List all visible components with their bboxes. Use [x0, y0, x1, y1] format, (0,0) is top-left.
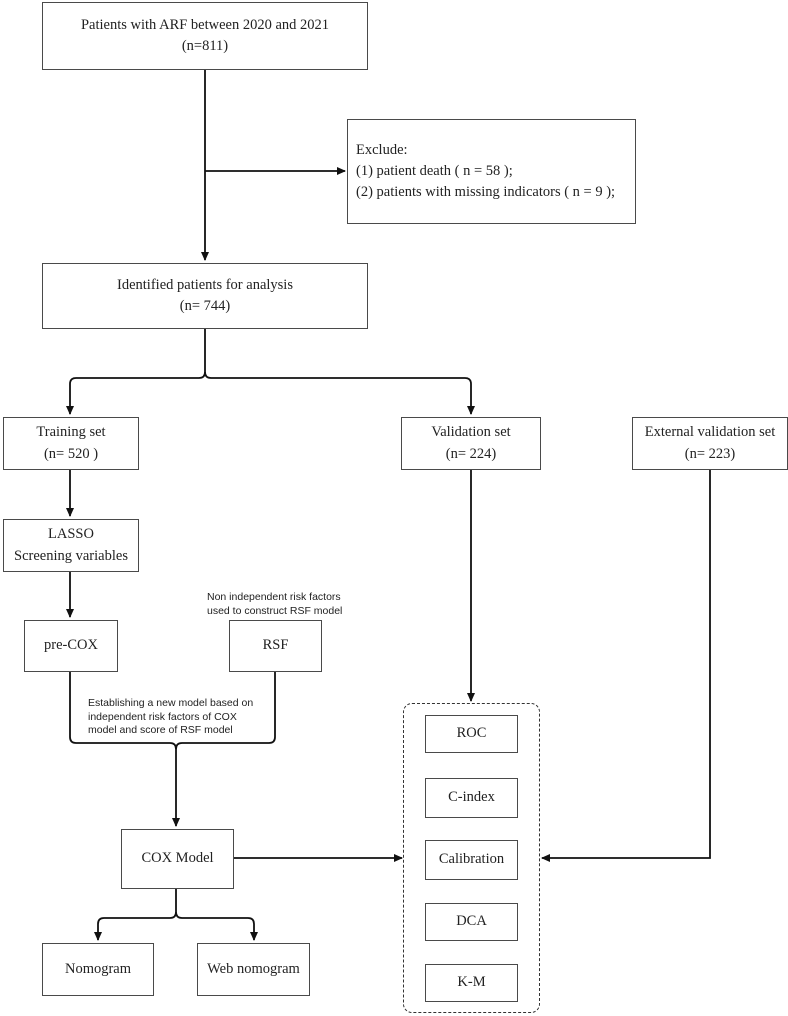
eval-c-index-label: C-index [448, 789, 495, 806]
box-lasso: LASSO Screening variables [3, 519, 139, 572]
box-training: Training set (n= 520 ) [3, 417, 139, 470]
connector-split-to-validation [204, 371, 475, 415]
cox-label: COX Model [141, 850, 214, 867]
external-line2: (n= 223) [684, 445, 736, 462]
box-cox-model: COX Model [121, 829, 234, 889]
exclude-line3: (2) patients with missing indicators ( n… [356, 184, 616, 200]
box-nomogram: Nomogram [42, 943, 154, 996]
connector-identified-split [66, 329, 206, 415]
eval-km: K-M [425, 964, 518, 1002]
eval-calibration: Calibration [425, 840, 518, 880]
eval-calibration-label: Calibration [438, 851, 505, 868]
validation-line2: (n= 224) [445, 445, 497, 462]
note-merge: Establishing a new model based on indepe… [88, 697, 278, 738]
connector-external-to-eval [541, 470, 711, 862]
precox-label: pre-COX [44, 637, 98, 654]
eval-roc: ROC [425, 715, 518, 753]
note-merge-line3: model and score of RSF model [88, 724, 233, 737]
connector-cox-to-nomogram [94, 889, 177, 941]
note-merge-line2: independent risk factors of COX [88, 710, 237, 723]
validation-line1: Validation set [431, 424, 511, 441]
box-start: Patients with ARF between 2020 and 2021 … [42, 2, 368, 70]
start-line1: Patients with ARF between 2020 and 2021 [80, 16, 330, 33]
training-line1: Training set [36, 424, 106, 441]
eval-roc-label: ROC [456, 725, 487, 742]
box-identified: Identified patients for analysis (n= 744… [42, 263, 368, 329]
box-rsf: RSF [229, 620, 322, 672]
eval-dca-label: DCA [456, 913, 487, 930]
identified-line1: Identified patients for analysis [117, 276, 293, 293]
note-rsf: Non independent risk factors used to con… [207, 591, 357, 618]
connector-precox-merge [69, 672, 177, 750]
exclude-line2: (1) patient death ( n = 58 ); [356, 162, 513, 179]
box-validation: Validation set (n= 224) [401, 417, 541, 470]
note-merge-line1: Establishing a new model based on [88, 697, 254, 709]
lasso-line1: LASSO [48, 526, 94, 543]
box-web-nomogram: Web nomogram [197, 943, 310, 996]
note-rsf-line1: Non independent risk factors [207, 591, 341, 603]
box-exclude: Exclude: (1) patient death ( n = 58 ); (… [347, 119, 636, 224]
box-external: External validation set (n= 223) [632, 417, 788, 470]
webnomogram-label: Web nomogram [207, 960, 300, 977]
eval-km-label: K-M [457, 974, 486, 991]
box-precox: pre-COX [24, 620, 118, 672]
eval-dca: DCA [425, 903, 518, 941]
training-line2: (n= 520 ) [43, 445, 99, 462]
external-line1: External validation set [644, 424, 776, 441]
rsf-label: RSF [262, 637, 289, 654]
identified-line2: (n= 744) [179, 298, 231, 314]
evaluation-group [403, 703, 540, 1013]
connector-rsf-merge [175, 672, 276, 750]
note-rsf-line2: used to construct RSF model [207, 604, 343, 617]
nomogram-label: Nomogram [64, 960, 132, 977]
lasso-line2: Screening variables [14, 547, 128, 564]
exclude-line1: Exclude: [356, 141, 408, 158]
eval-c-index: C-index [425, 778, 518, 818]
connector-cox-to-webnomogram [175, 911, 258, 941]
start-line2: (n=811) [181, 38, 229, 54]
